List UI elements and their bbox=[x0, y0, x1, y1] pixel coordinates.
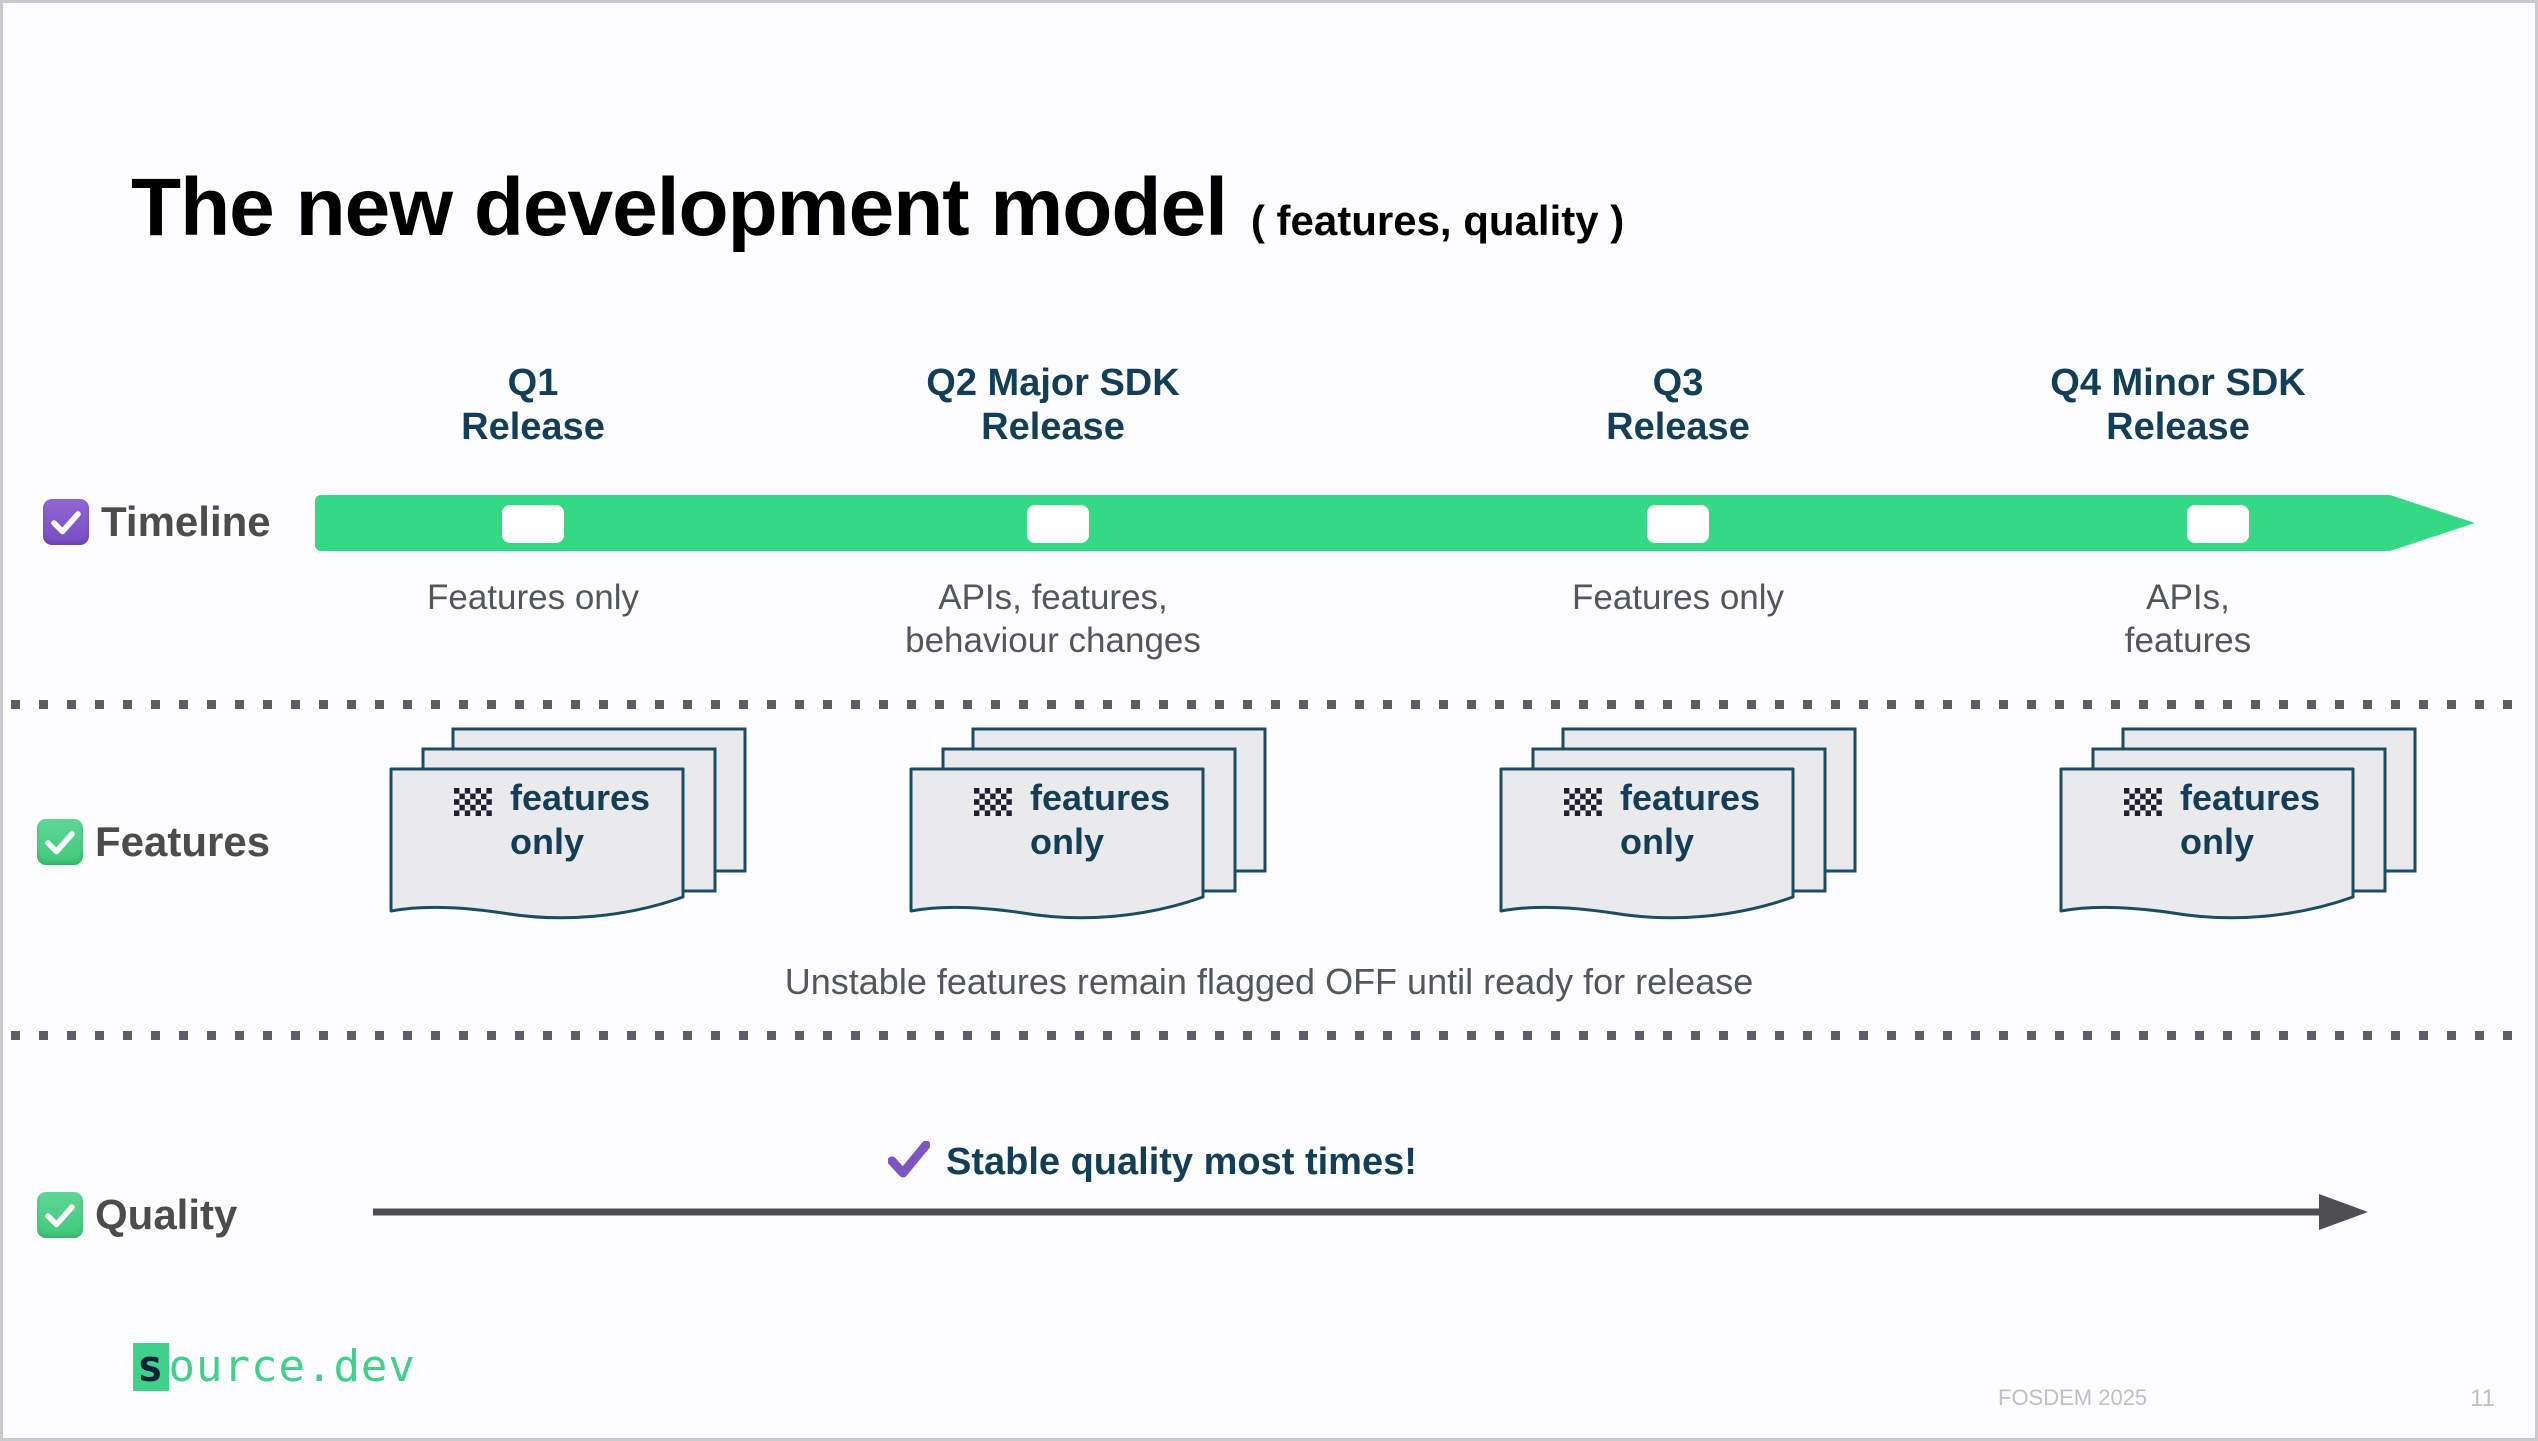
milestone-caption-q1-line1: Features only bbox=[426, 578, 640, 617]
page-title: The new development model ( features, qu… bbox=[131, 161, 1624, 255]
logo-word: ource.dev bbox=[168, 1341, 416, 1392]
section-divider-bottom bbox=[11, 1031, 2527, 1040]
row-label-quality-text: Quality bbox=[95, 1191, 238, 1238]
quality-badge-text: Stable quality most times! bbox=[946, 1141, 1417, 1183]
row-label-features: Features bbox=[37, 818, 270, 866]
milestone-heading-q2-line2: Release bbox=[981, 406, 1125, 449]
features-note: Unstable features remain flagged OFF unt… bbox=[784, 961, 1754, 1002]
logo-accent-letter: s bbox=[133, 1343, 169, 1391]
milestone-heading-q4: Q4 Minor SDK Release bbox=[1988, 361, 2368, 449]
milestone-heading-q2-line1: Q2 Major SDK bbox=[926, 362, 1180, 404]
milestone-heading-q1-line2: Release bbox=[461, 406, 605, 449]
milestone-heading-q4-line1: Q4 Minor SDK bbox=[2050, 362, 2306, 404]
page-title-main: The new development model bbox=[131, 162, 1228, 253]
feature-card-stack-q4: features only bbox=[2053, 721, 2423, 926]
row-label-features-text: Features bbox=[95, 818, 271, 865]
milestone-heading-q3-line2: Release bbox=[1606, 406, 1750, 449]
milestone-caption-q3: Features only bbox=[1528, 577, 1828, 620]
checkbox-checked-icon-features[interactable] bbox=[37, 819, 83, 865]
checkbox-checked-icon-quality[interactable] bbox=[37, 1192, 83, 1238]
milestone-caption-q4-line1: APIs, bbox=[2146, 578, 2230, 617]
purple-check-icon bbox=[887, 1140, 931, 1184]
timeline-milestone-marker-q2[interactable] bbox=[1027, 505, 1089, 543]
milestone-caption-q3-line1: Features only bbox=[1571, 578, 1785, 617]
feature-card-stack-q2: features only bbox=[903, 721, 1273, 926]
timeline-bar bbox=[315, 495, 2475, 551]
milestone-caption-q2-line2: behaviour changes bbox=[905, 620, 1201, 660]
row-label-timeline-text: Timeline bbox=[101, 498, 271, 545]
milestone-heading-q1-line1: Q1 bbox=[507, 362, 559, 404]
milestone-caption-q4: APIs, features bbox=[2068, 577, 2308, 662]
milestone-heading-q1: Q1 Release bbox=[383, 361, 683, 449]
footer-event-label: FOSDEM 2025 bbox=[1998, 1385, 2148, 1410]
milestone-heading-q3: Q3 Release bbox=[1528, 361, 1828, 449]
milestone-heading-q4-line2: Release bbox=[2106, 406, 2250, 449]
source-dev-logo[interactable]: s ource.dev bbox=[133, 1343, 416, 1391]
timeline-milestone-marker-q1[interactable] bbox=[502, 505, 564, 543]
row-label-quality: Quality bbox=[37, 1191, 237, 1239]
milestone-heading-q3-line1: Q3 bbox=[1652, 362, 1704, 404]
section-divider-top bbox=[11, 700, 2527, 709]
page-title-subtitle: ( features, quality ) bbox=[1250, 197, 1625, 244]
milestone-heading-q2: Q2 Major SDK Release bbox=[863, 361, 1243, 449]
footer-page-number: 11 bbox=[2470, 1385, 2495, 1412]
quality-arrow bbox=[373, 1189, 2373, 1235]
checkbox-checked-icon-timeline[interactable] bbox=[43, 499, 89, 545]
milestone-caption-q2-line1: APIs, features, bbox=[938, 578, 1168, 617]
milestone-caption-q2: APIs, features, behaviour changes bbox=[863, 577, 1243, 662]
feature-card-stack-q1: features only bbox=[383, 721, 753, 926]
quality-badge: Stable quality most times! bbox=[887, 1140, 1417, 1184]
milestone-caption-q1: Features only bbox=[383, 577, 683, 620]
timeline-milestone-marker-q3[interactable] bbox=[1647, 505, 1709, 543]
row-label-timeline: Timeline bbox=[43, 498, 271, 546]
feature-card-stack-q3: features only bbox=[1493, 721, 1863, 926]
milestone-caption-q4-line2: features bbox=[2124, 620, 2252, 660]
timeline-milestone-marker-q4[interactable] bbox=[2187, 505, 2249, 543]
